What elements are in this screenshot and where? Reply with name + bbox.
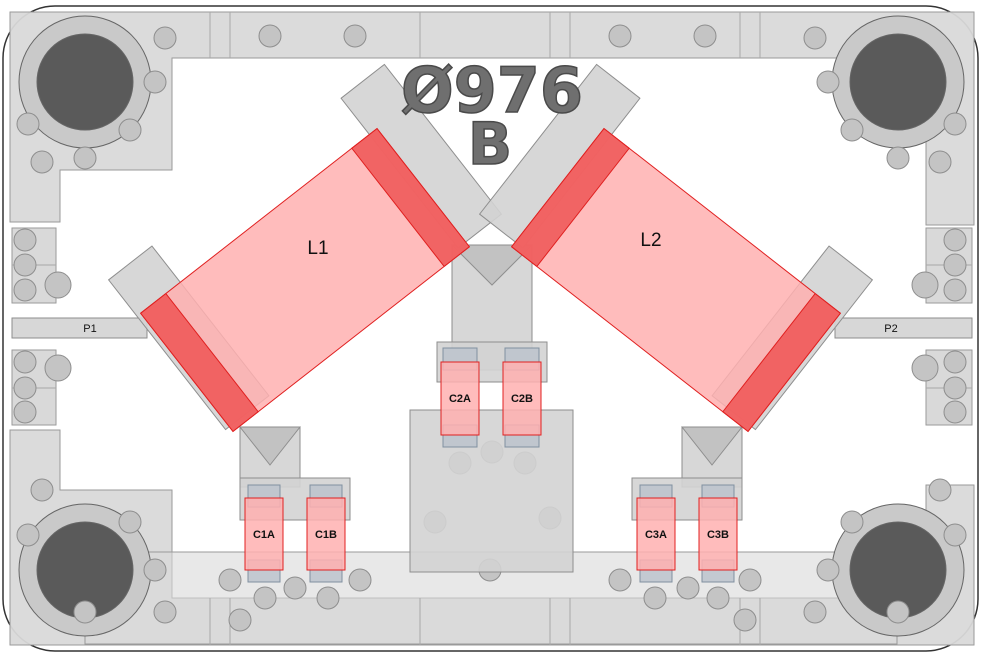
inductor-l1[interactable] [139,127,471,433]
capacitor-c3a-label: C3A [645,529,667,541]
port-p2-trace [834,317,973,339]
capacitor-c3a[interactable]: C3A [636,497,676,571]
port-p1-label: P1 [83,323,96,335]
board-part-number: Ø976 [401,54,583,127]
inductor-l2[interactable] [510,127,842,433]
inductor-l2-terminal-right [722,292,842,433]
mounting-holes [18,15,965,637]
inductor-l1-terminal-left [139,292,259,433]
capacitor-c1b-label: C1B [315,529,337,541]
inductor-l1-label: L1 [307,238,328,259]
capacitor-c3b[interactable]: C3B [698,497,738,571]
capacitor-c2b[interactable]: C2B [502,361,542,436]
capacitor-c1a[interactable]: C1A [244,497,284,571]
port-p2-label: P2 [884,323,897,335]
capacitor-c2a[interactable]: C2A [440,361,480,436]
capacitor-c2b-label: C2B [511,393,533,405]
capacitor-c1b[interactable]: C1B [306,497,346,571]
board-revision: B [468,110,512,178]
capacitor-c3b-label: C3B [707,529,729,541]
inductor-l1-terminal-right [351,127,471,268]
inductor-l2-label: L2 [640,230,661,251]
capacitor-c2a-label: C2A [449,393,471,405]
inductor-l2-terminal-left [510,127,630,268]
port-p1-trace [11,317,148,339]
capacitor-c1a-label: C1A [253,529,275,541]
